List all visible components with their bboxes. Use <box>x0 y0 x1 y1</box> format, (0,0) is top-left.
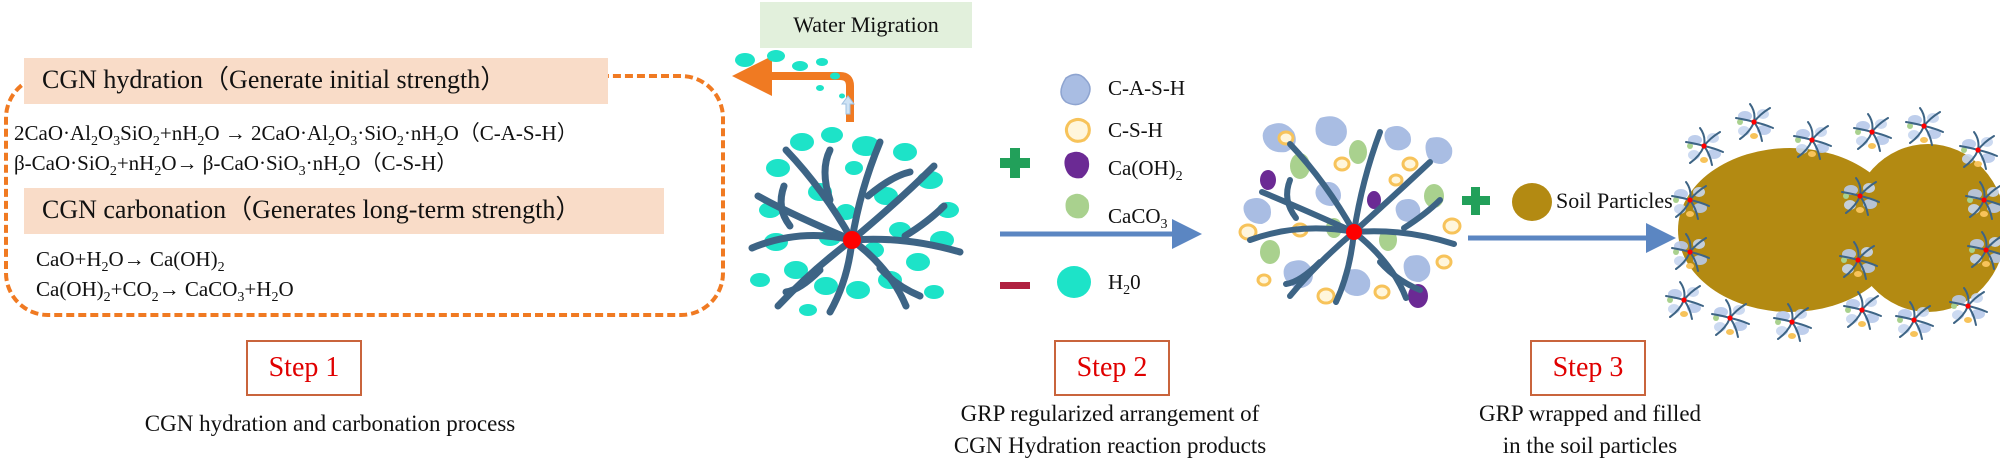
soil-particles-label: Soil Particles <box>1556 188 1673 213</box>
cgn-water-structure <box>748 127 964 316</box>
hydration-title: CGN hydration（Generate initial strength） <box>24 58 608 104</box>
step-3-caption-line-2: in the soil particles <box>1502 433 1678 458</box>
step-3-label: Step 3 <box>1530 340 1646 396</box>
step-1-caption: CGN hydration and carbonation process <box>144 411 516 436</box>
legend-label-caco3: CaCO3 <box>1108 204 1168 233</box>
legend-label-caoh2: Ca(OH)2 <box>1108 156 1183 185</box>
carbonation-equation-1: CaO+H2O→ Ca(OH)2 <box>36 247 225 276</box>
step-2-label: Step 2 <box>1054 340 1170 396</box>
carbonation-equation-2: Ca(OH)2+CO2→ CaCO3+H2O <box>36 277 294 306</box>
step-1-label: Step 1 <box>246 340 362 396</box>
step-2-caption-line-1: GRP regularized arrangement of <box>960 401 1260 426</box>
step-3-caption-line-1: GRP wrapped and filled <box>1478 401 1702 426</box>
hydration-equation-1: 2CaO·Al2O3SiO2+nH2O → 2CaO·Al2O3·SiO2·nH… <box>14 121 578 150</box>
step-2-caption-line-2: CGN Hydration reaction products <box>953 433 1267 458</box>
soil-legend <box>1462 183 1552 221</box>
legend-label-c-s-h: C-S-H <box>1108 118 1163 142</box>
small-up-arrow <box>841 95 855 115</box>
soil-particles-wrapped <box>1665 103 2000 342</box>
legend-label-water: H20 <box>1108 270 1141 299</box>
soil-particle-right <box>1850 144 2000 312</box>
migration-arrow <box>732 56 854 122</box>
grp-arranged-structure <box>1238 116 1462 308</box>
water-migration-label: Water Migration <box>760 2 972 48</box>
water-droplets <box>735 50 845 99</box>
hydration-equation-2: β-CaO·SiO2+nH2O→ β-CaO·SiO3·nH2O（C-S-H） <box>14 151 458 180</box>
legend-label-c-a-s-h: C-A-S-H <box>1108 76 1185 100</box>
legend-symbols <box>1000 73 1091 298</box>
carbonation-title: CGN carbonation（Generates long-term stre… <box>24 188 664 234</box>
